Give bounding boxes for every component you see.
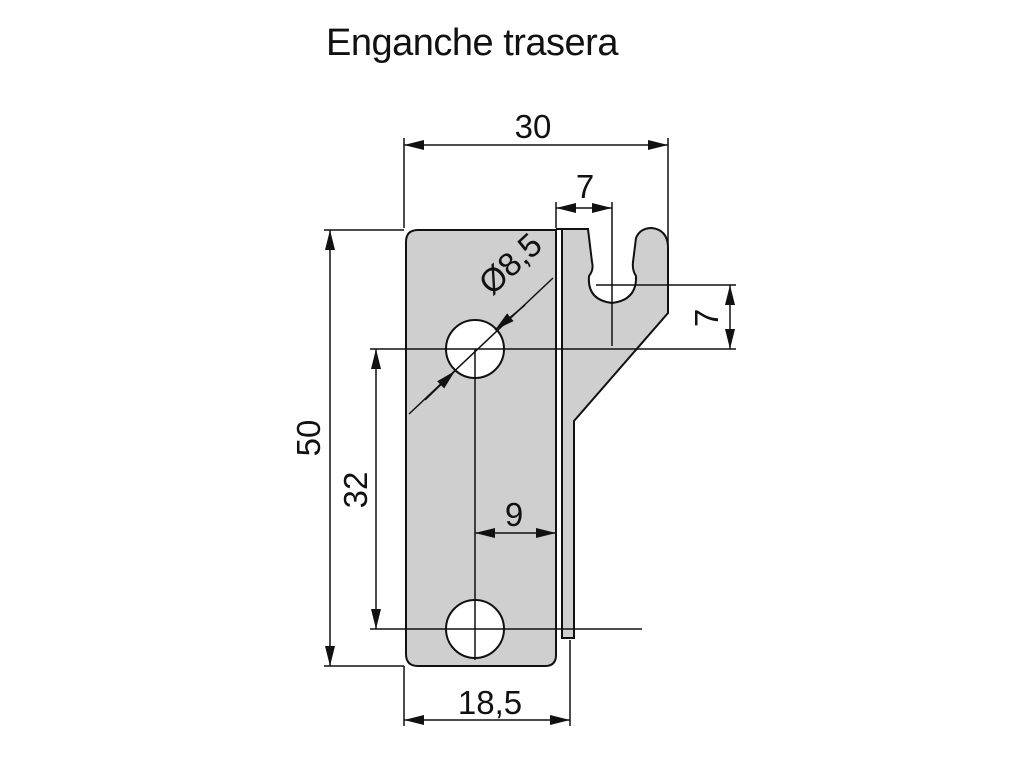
dim-arrow-diameter-lower [424, 370, 456, 401]
dim-label-hole-to-edge: 9 [505, 496, 523, 533]
dimension-lines [325, 140, 735, 725]
dim-label-hole-spacing: 32 [337, 472, 374, 509]
dim-label-overall-height: 50 [290, 420, 327, 457]
dim-label-overall-width: 30 [515, 108, 552, 145]
drawing-title: Enganche trasera [326, 22, 618, 64]
dim-label-base-width: 18,5 [458, 684, 522, 721]
dim-arrow-diameter-upper [494, 304, 526, 331]
dim-label-slot-offset: 7 [688, 309, 725, 327]
bracket-hook [556, 226, 669, 639]
bracket-body [405, 229, 557, 667]
dim-label-slot-width: 7 [576, 168, 594, 205]
